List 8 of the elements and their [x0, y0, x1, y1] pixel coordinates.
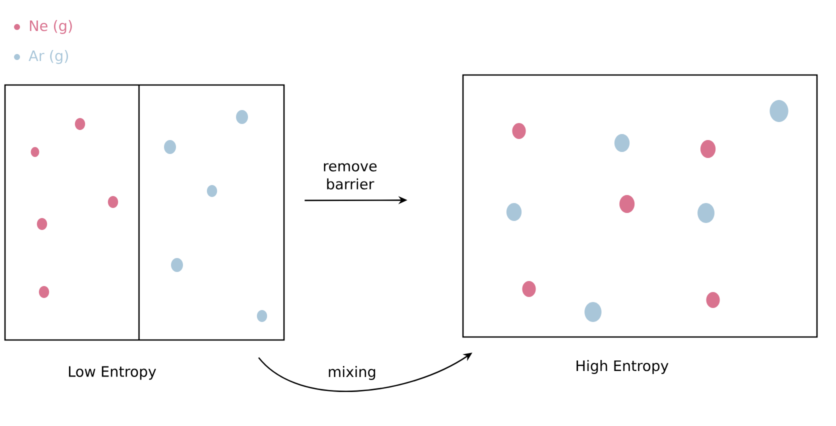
- edge-label: remove barrier: [324, 163, 377, 190]
- node-label: Low Entropy: [68, 366, 156, 380]
- container-box: [462, 74, 818, 338]
- legend-label: Ar (g): [28, 50, 68, 64]
- edge-label: mixing: [326, 365, 378, 381]
- legend-label: Ne (g): [30, 20, 72, 34]
- container-box: [4, 84, 285, 341]
- node-label: High Entropy: [576, 360, 668, 374]
